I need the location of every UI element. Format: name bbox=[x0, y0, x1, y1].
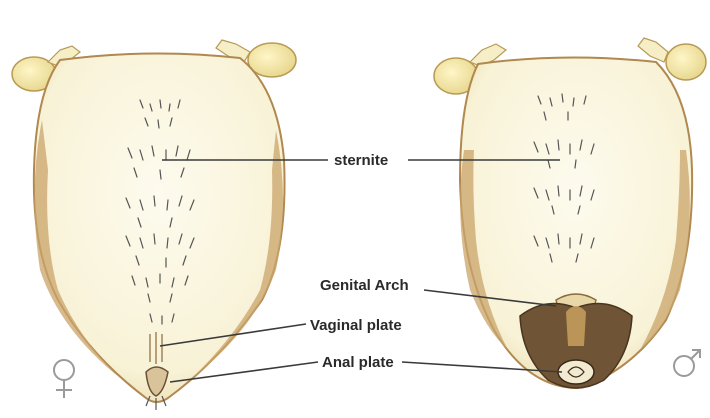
vaginal-plate-label: Vaginal plate bbox=[310, 317, 402, 334]
male-specimen bbox=[434, 38, 706, 388]
female-symbol bbox=[54, 360, 74, 398]
female-specimen bbox=[12, 40, 296, 410]
male-anal-plate bbox=[558, 360, 594, 384]
genital-arch-label: Genital Arch bbox=[320, 277, 409, 294]
female-body-outline bbox=[34, 53, 285, 402]
male-symbol bbox=[674, 350, 700, 376]
anal-plate-label: Anal plate bbox=[322, 354, 394, 371]
sternite-label: sternite bbox=[334, 152, 388, 169]
